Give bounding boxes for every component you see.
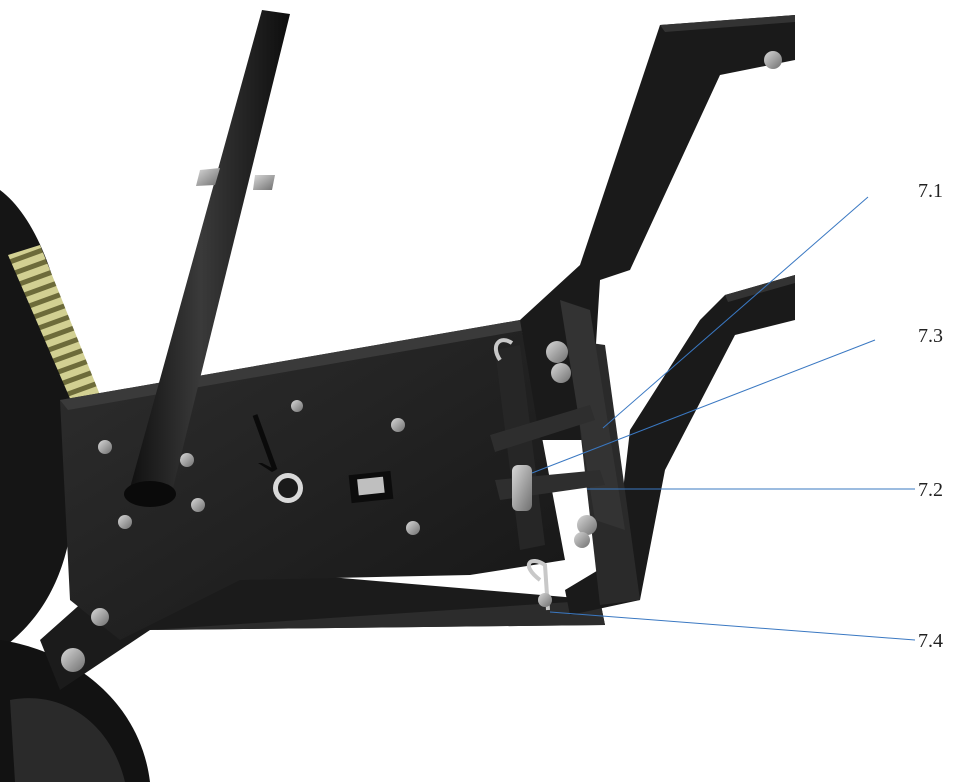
cotter-pin-top (493, 338, 514, 362)
callout-7-4: 7.4 (918, 630, 943, 652)
callout-7-3: 7.3 (918, 325, 943, 347)
callout-7-2: 7.2 (918, 479, 943, 501)
callout-7-1: 7.1 (918, 180, 943, 202)
leader-line-7-1 (602, 196, 869, 429)
vertical-tube (124, 10, 290, 507)
plate-bolts (61, 400, 420, 672)
spring-upper (8, 245, 100, 410)
callout-labels: 7.1 7.3 7.2 7.4 (918, 180, 943, 652)
hinge-bracket (490, 300, 640, 605)
leader-line-7-3 (531, 339, 876, 474)
leader-line-7-4b (549, 611, 916, 641)
cotter-pin-bottom (526, 559, 552, 611)
leader-lines (531, 196, 916, 641)
